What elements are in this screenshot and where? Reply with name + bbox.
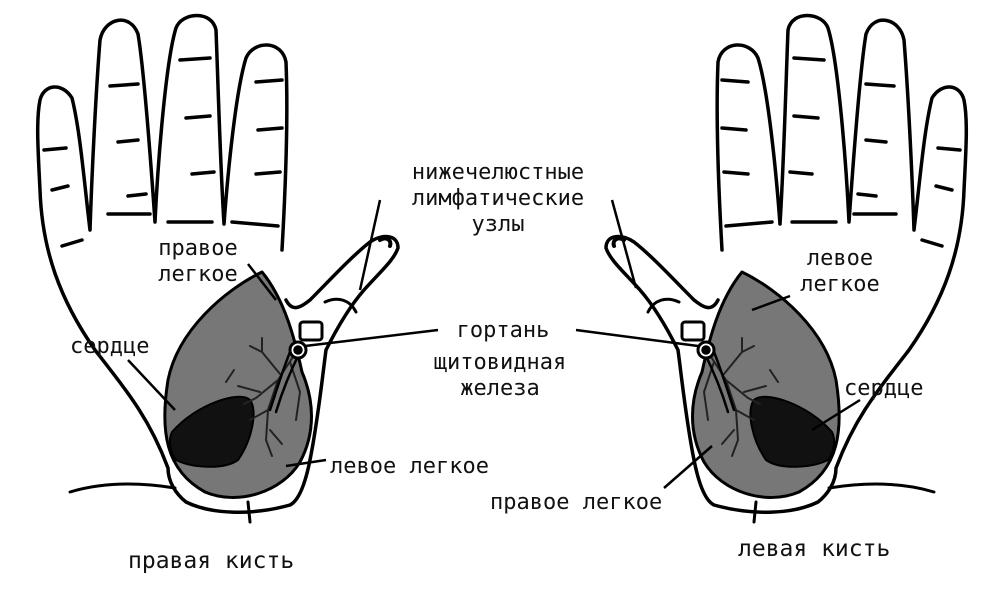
leader-lines bbox=[127, 199, 861, 489]
label-line: лимфатические bbox=[411, 186, 585, 211]
leader-heart-right bbox=[127, 359, 176, 411]
label-line: правое bbox=[158, 236, 238, 261]
label-line: железа bbox=[460, 376, 540, 401]
leader-lymph-right bbox=[358, 199, 382, 291]
label-line: щитовидная bbox=[433, 350, 567, 375]
label-lymph-nodes: нижечелюстные лимфатические узлы bbox=[368, 160, 628, 238]
label-line: узлы bbox=[471, 212, 525, 237]
left-hand-drawing bbox=[604, 13, 969, 524]
label-line: легкое bbox=[158, 262, 238, 287]
leader-left-lung-left bbox=[751, 294, 791, 312]
caption-left-hand: левая кисть bbox=[738, 536, 891, 562]
label-left-lung-right: левое легкое bbox=[330, 454, 489, 479]
caption-right-hand: правая кисть bbox=[128, 548, 295, 574]
leader-larynx-right bbox=[304, 328, 439, 348]
label-right-lung-left: правое легкое bbox=[490, 490, 663, 515]
label-larynx: гортань bbox=[456, 318, 550, 343]
label-left-lung-top: левое легкое bbox=[790, 246, 890, 298]
leader-larynx-left bbox=[575, 328, 699, 348]
leader-left-lung-right bbox=[285, 458, 327, 468]
label-thyroid: щитовидная железа bbox=[400, 350, 600, 402]
label-right-lung-top: правое легкое bbox=[148, 236, 248, 288]
label-line: левое bbox=[806, 246, 874, 271]
leader-heart-left bbox=[811, 398, 861, 432]
label-line: нижечелюстные bbox=[411, 160, 585, 185]
label-line: легкое bbox=[800, 272, 880, 297]
leader-right-lung-left bbox=[663, 445, 713, 489]
label-heart-right: сердце bbox=[70, 334, 150, 359]
leader-right-lung bbox=[247, 263, 277, 301]
label-heart-left: сердце bbox=[844, 376, 924, 401]
leader-lymph-left bbox=[610, 199, 638, 289]
